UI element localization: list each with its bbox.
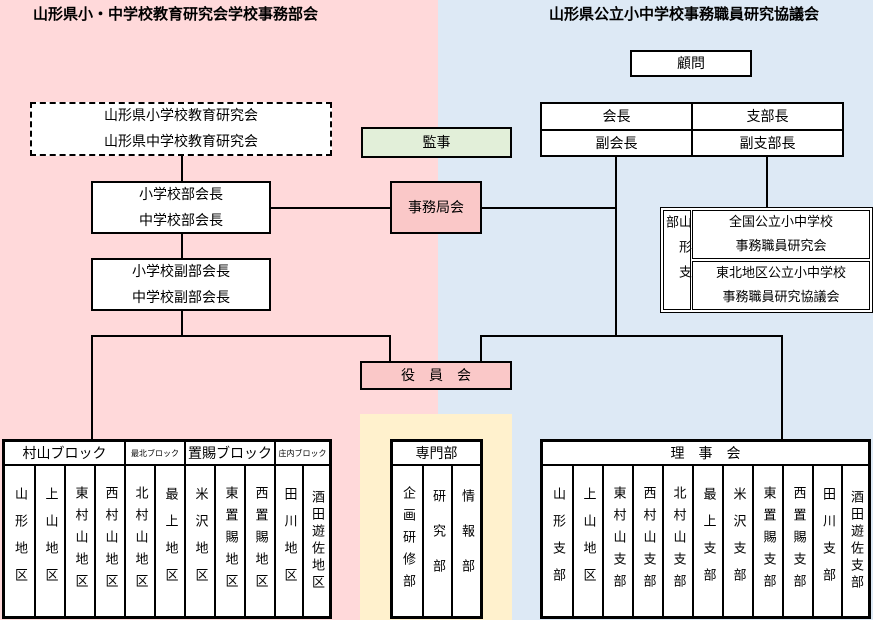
- research-association-elementary: 山形県小学校教育研究会: [104, 108, 258, 124]
- district-text: 山形地区: [12, 487, 27, 595]
- district-text: 北村山地区: [132, 486, 148, 596]
- district-yonezawa: 米沢地区: [185, 465, 215, 617]
- branch-head-cell: 支部長: [692, 104, 842, 130]
- district-text: 東村山地区: [72, 486, 88, 596]
- branch-kaminoyama: 上山地区: [573, 465, 603, 617]
- national-association-line2: 事務職員研究会: [735, 238, 827, 254]
- district-kitamurayama: 北村山地区: [125, 465, 155, 617]
- district-higashiokitama: 東置賜地区: [215, 465, 245, 617]
- branch-text: 東村山支部: [610, 486, 626, 596]
- yamagata-branch-label: 山形支部: [663, 210, 691, 310]
- vice-division-heads-box: 小学校副部会長 中学校副部会長: [91, 258, 271, 311]
- president-cell: 会長: [542, 104, 692, 130]
- branch-tagawa: 田川支部: [813, 465, 842, 617]
- branch-text: 西村山支部: [640, 486, 656, 596]
- branch-kitamurayama: 北村山支部: [663, 465, 693, 617]
- district-text: 上山地区: [42, 487, 58, 595]
- block-okitama: 置賜ブロック: [185, 441, 275, 465]
- branch-text: 最上支部: [700, 487, 716, 595]
- district-nishimurayama: 西村山地区: [95, 465, 125, 617]
- district-mogami: 最上地区: [155, 465, 185, 617]
- right-org-title: 山形県公立小中学校事務職員研究協議会: [549, 5, 820, 23]
- district-text: 最上地区: [162, 487, 178, 595]
- branch-text: 北村山支部: [670, 486, 686, 596]
- yamagata-branch-box: 山形支部 全国公立小中学校 事務職員研究会 東北地区公立小中学校 事務職員研究協…: [660, 207, 873, 313]
- branch-text: 上山地区: [580, 487, 596, 595]
- specialist-header: 専門部: [392, 441, 481, 465]
- branch-nishiokitama: 西置賜支部: [783, 465, 813, 617]
- block-shonai: 庄内ブロック: [275, 441, 330, 465]
- district-text: 西置賜地区: [252, 486, 268, 596]
- branch-nishimurayama: 西村山支部: [633, 465, 663, 617]
- district-text: 西村山地区: [102, 486, 118, 596]
- elementary-division-head: 小学校部会長: [139, 186, 223, 203]
- block-saihoku: 最北ブロック: [125, 441, 185, 465]
- block-murayama: 村山ブロック: [4, 441, 125, 465]
- tohoku-association-line1: 東北地区公立小中学校: [715, 265, 846, 281]
- left-blocks-table: 村山ブロック 最北ブロック 置賜ブロック 庄内ブロック 山形地区 上山地区 東村…: [2, 439, 332, 619]
- auditor-box: 監事: [361, 127, 512, 158]
- division-heads-box: 小学校部会長 中学校部会長: [91, 181, 271, 234]
- yamagata-branch-label-text: 山形支部: [663, 215, 691, 290]
- officers-meeting-box: 役 員 会: [360, 361, 512, 390]
- junior-high-division-head: 中学校部会長: [139, 212, 223, 229]
- district-text: 米沢地区: [192, 487, 208, 595]
- specialist-table: 専門部 企画研修部 研究部 情報部: [390, 439, 483, 619]
- district-text: 酒田遊佐地区: [309, 490, 324, 592]
- district-tagawa: 田川地区: [275, 465, 303, 617]
- board-table: 理 事 会 山形支部 上山地区 東村山支部 西村山支部 北村山支部 最上支部 米…: [540, 439, 871, 619]
- research-unit: 研究部: [423, 465, 452, 617]
- district-sakatayuza: 酒田遊佐地区: [303, 465, 330, 617]
- vice-president-cell: 副会長: [542, 129, 692, 155]
- research-association-box: 山形県小学校教育研究会 山形県中学校教育研究会: [30, 102, 332, 156]
- board-header: 理 事 会: [542, 441, 869, 465]
- branch-higashiokitama: 東置賜支部: [753, 465, 783, 617]
- district-higashimurayama: 東村山地区: [65, 465, 95, 617]
- branch-text: 米沢支部: [730, 487, 746, 595]
- branch-text: 山形支部: [550, 487, 565, 595]
- unit-text: 研究部: [430, 488, 445, 594]
- branch-text: 酒田遊佐支部: [848, 490, 863, 592]
- unit-text: 企画研修部: [400, 486, 415, 596]
- national-association-box: 全国公立小中学校 事務職員研究会: [692, 210, 870, 259]
- elementary-vice-head: 小学校副部会長: [132, 263, 230, 280]
- junior-high-vice-head: 中学校副部会長: [132, 289, 230, 306]
- advisor-box: 顧問: [630, 50, 752, 77]
- information-unit: 情報部: [452, 465, 481, 617]
- district-yamagata: 山形地区: [4, 465, 35, 617]
- officers-grid: 会長 支部長 副会長 副支部長: [540, 102, 844, 157]
- district-text: 東置賜地区: [222, 486, 238, 596]
- branch-text: 東置賜支部: [760, 486, 776, 596]
- branch-yonezawa: 米沢支部: [723, 465, 753, 617]
- tohoku-association-line2: 事務職員研究協議会: [722, 289, 840, 305]
- branch-mogami: 最上支部: [693, 465, 723, 617]
- tohoku-association-box: 東北地区公立小中学校 事務職員研究協議会: [692, 261, 870, 310]
- district-nishiokitama: 西置賜地区: [245, 465, 275, 617]
- district-kaminoyama: 上山地区: [35, 465, 65, 617]
- branch-higashimurayama: 東村山支部: [603, 465, 633, 617]
- national-association-line1: 全国公立小中学校: [728, 214, 833, 230]
- branch-text: 西置賜支部: [790, 486, 806, 596]
- secretariat-box: 事務局会: [390, 181, 482, 234]
- district-text: 田川地区: [281, 487, 297, 595]
- vice-branch-head-cell: 副支部長: [692, 129, 842, 155]
- unit-text: 情報部: [459, 488, 474, 594]
- research-association-junior-high: 山形県中学校教育研究会: [104, 134, 258, 150]
- branch-text: 田川支部: [820, 487, 835, 595]
- branch-yamagata: 山形支部: [542, 465, 573, 617]
- left-org-title: 山形県小・中学校教育研究会学校事務部会: [33, 5, 319, 23]
- planning-training-unit: 企画研修部: [392, 465, 423, 617]
- branch-sakatayuza: 酒田遊佐支部: [842, 465, 869, 617]
